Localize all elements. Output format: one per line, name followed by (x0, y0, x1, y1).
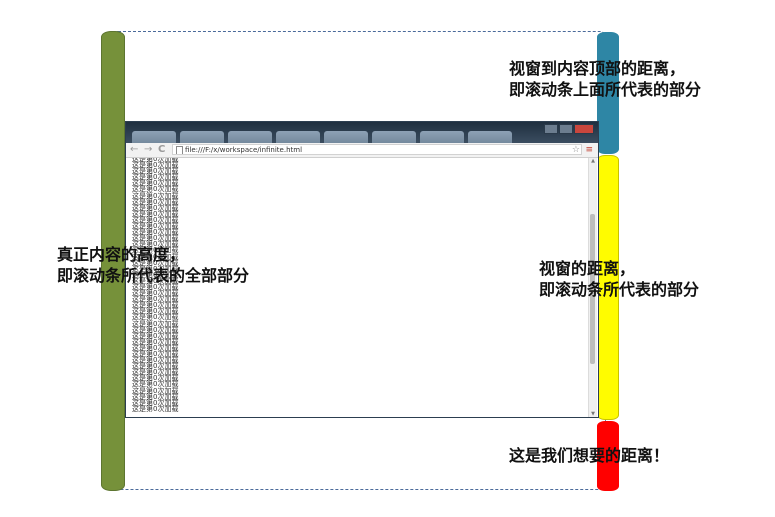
browser-toolbar: ← → C file:///F:/x/workspace/infinite.ht… (126, 143, 598, 158)
content-line: 这是第0次加载 (132, 337, 179, 346)
reload-icon[interactable]: C (158, 144, 166, 155)
content-line: 这是第0次加载 (132, 343, 179, 352)
content-line: 这是第0次加载 (132, 158, 179, 163)
content-line: 这是第0次加载 (132, 301, 179, 310)
annotation-target-distance: 这是我们想要的距离！ (509, 446, 670, 465)
annotation-scroll-top-line1: 视窗到内容顶部的距离， (509, 59, 686, 78)
page-icon (176, 146, 183, 154)
browser-titlebar (126, 122, 598, 143)
content-line: 这是第0次加载 (132, 368, 179, 377)
content-line: 这是第0次加载 (132, 398, 179, 407)
content-line: 这是第0次加载 (132, 386, 179, 395)
vertical-scrollbar[interactable]: ▲ ▼ (588, 158, 597, 417)
content-line: 这是第0次加载 (132, 246, 179, 255)
content-line: 这是第0次加载 (132, 258, 179, 267)
content-line: 这是第0次加载 (132, 307, 179, 316)
browser-tab[interactable] (468, 131, 512, 143)
remaining-distance-bar (597, 421, 619, 491)
back-arrow-icon[interactable]: ← (130, 144, 139, 155)
content-line: 这是第0次加载 (132, 222, 179, 231)
address-bar[interactable]: file:///F:/x/workspace/infinite.html (172, 144, 582, 155)
content-line: 这是第0次加载 (132, 191, 179, 200)
annotation-total-height-line1: 真正内容的高度， (57, 245, 186, 264)
content-line: 这是第0次加载 (132, 362, 179, 371)
content-line: 这是第0次加载 (132, 319, 179, 328)
forward-arrow-icon[interactable]: → (144, 144, 153, 155)
content-line: 这是第0次加载 (132, 209, 179, 218)
annotation-viewport-height-line1: 视窗的距离， (539, 259, 636, 278)
annotation-viewport-height-line2: 即滚动条所代表的部分 (539, 280, 700, 299)
scroll-top-bar (597, 32, 619, 154)
scroll-up-arrow-icon[interactable]: ▲ (591, 158, 595, 164)
maximize-button[interactable] (559, 124, 573, 134)
browser-tab[interactable] (420, 131, 464, 143)
browser-tab[interactable] (180, 131, 224, 143)
content-line: 这是第0次加载 (132, 270, 179, 279)
content-line: 这是第0次加载 (132, 331, 179, 340)
content-line: 这是第0次加载 (132, 356, 179, 365)
address-bar-url: file:///F:/x/workspace/infinite.html (185, 146, 303, 154)
content-line: 这是第0次加载 (132, 215, 179, 224)
content-line: 这是第0次加载 (132, 325, 179, 334)
content-line: 这是第0次加载 (132, 203, 179, 212)
content-line: 这是第0次加载 (132, 295, 179, 304)
browser-tab[interactable] (324, 131, 368, 143)
content-line: 这是第0次加载 (132, 282, 179, 291)
content-line: 这是第0次加载 (132, 374, 179, 383)
content-line: 这是第0次加载 (132, 234, 179, 243)
content-line: 这是第0次加载 (132, 161, 179, 170)
content-line: 这是第0次加载 (132, 313, 179, 322)
scroll-down-arrow-icon[interactable]: ▼ (591, 411, 595, 417)
content-line: 这是第0次加载 (132, 252, 179, 261)
content-line: 这是第0次加载 (132, 404, 179, 413)
scrollbar-thumb[interactable] (590, 214, 595, 364)
menu-icon[interactable]: ≡ (585, 145, 593, 155)
content-line: 这是第0次加载 (132, 289, 179, 298)
browser-tab[interactable] (276, 131, 320, 143)
browser-tab[interactable] (372, 131, 416, 143)
page-content: 这是第0次加载这是第0次加载这是第0次加载这是第0次加载这是第0次加载这是第0次… (126, 158, 590, 417)
content-line: 这是第0次加载 (132, 167, 179, 176)
browser-tab[interactable] (132, 131, 176, 143)
close-button[interactable] (574, 124, 594, 134)
content-line: 这是第0次加载 (132, 185, 179, 194)
content-line: 这是第0次加载 (132, 240, 179, 249)
content-line: 这是第0次加载 (132, 173, 179, 182)
content-line: 这是第0次加载 (132, 264, 179, 273)
minimize-button[interactable] (544, 124, 558, 134)
content-line: 这是第0次加载 (132, 276, 179, 285)
content-line: 这是第0次加载 (132, 392, 179, 401)
content-line: 这是第0次加载 (132, 228, 179, 237)
content-line: 这是第0次加载 (132, 179, 179, 188)
annotation-scroll-top: 视窗到内容顶部的距离， 即滚动条上面所代表的部分 (509, 58, 701, 100)
content-line: 这是第0次加载 (132, 350, 179, 358)
annotation-viewport-height: 视窗的距离， 即滚动条所代表的部分 (539, 258, 699, 300)
total-height-bar (101, 31, 125, 491)
content-line: 这是第0次加载 (132, 197, 179, 206)
annotation-total-height: 真正内容的高度， 即滚动条所代表的全部部分 (57, 244, 249, 286)
content-line: 这是第0次加载 (132, 380, 179, 389)
browser-tab[interactable] (228, 131, 272, 143)
content-lines: 这是第0次加载这是第0次加载这是第0次加载这是第0次加载这是第0次加载这是第0次… (132, 158, 178, 412)
bookmark-star-icon[interactable]: ☆ (571, 145, 580, 155)
annotation-scroll-top-line2: 即滚动条上面所代表的部分 (509, 80, 702, 99)
window-controls (544, 124, 594, 134)
annotation-total-height-line2: 即滚动条所代表的全部部分 (57, 266, 250, 285)
browser-window: ← → C file:///F:/x/workspace/infinite.ht… (125, 121, 599, 418)
